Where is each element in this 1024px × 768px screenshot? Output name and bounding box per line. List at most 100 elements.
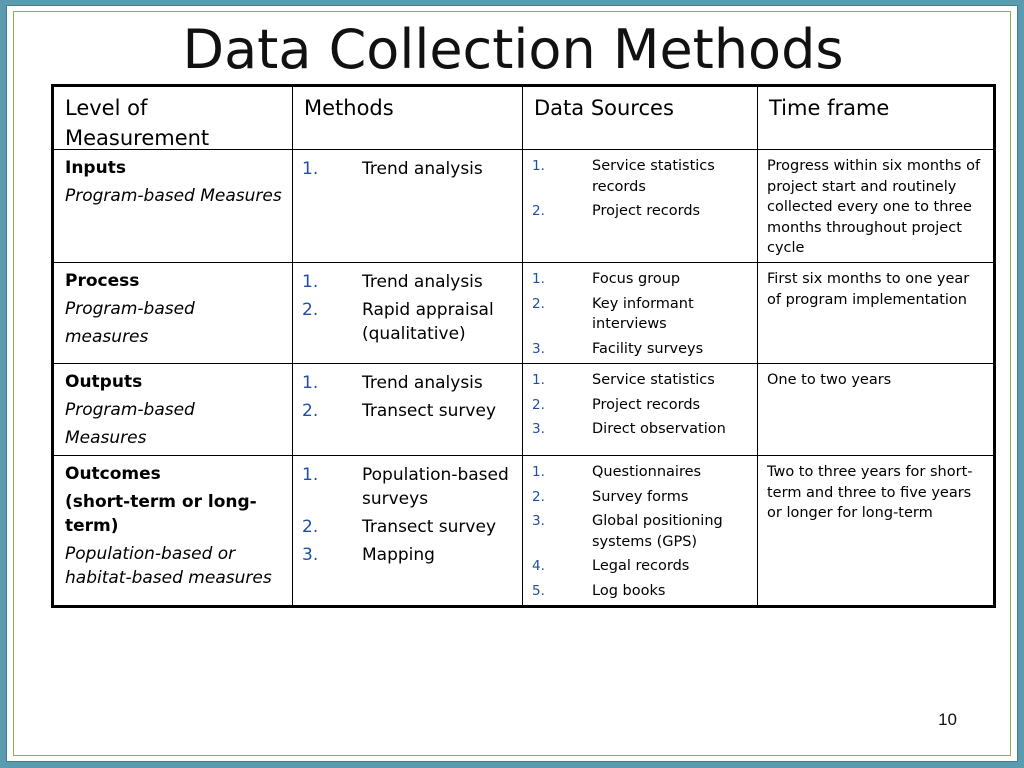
source-text: Global positioning systems (GPS) [592, 513, 723, 550]
list-number: 1. [532, 464, 545, 480]
list-number: 2. [302, 401, 319, 421]
method-text: Transect survey [362, 517, 496, 537]
header-cell: Methods [292, 85, 523, 150]
list-item: 2.Key informant interviews [532, 294, 751, 335]
timeframe-text: First six months to one year of program … [767, 271, 970, 308]
methods-cell: 1. Trend analysis 2.Rapid appraisal (quali… [292, 262, 523, 364]
method-text: Rapid appraisal (qualitative) [362, 300, 494, 344]
list-number: 2. [532, 488, 545, 505]
sources-list: 1. Questionnaires 2. Survey forms 3. Global p… [523, 456, 757, 601]
list-number: 4. [532, 558, 545, 574]
methods-cell: 1. Trend analysis [292, 149, 523, 263]
header-time-frame: Time frame [769, 96, 890, 120]
list-item: 3. Global positioning systems (GPS) [532, 511, 751, 552]
method-text: Transect survey [362, 401, 496, 421]
level-subtitle: Program-based Measures [65, 186, 282, 206]
list-item: 1. Trend analysis [302, 157, 516, 181]
list-number: 3. [302, 545, 319, 565]
source-text: Direct observation [592, 421, 726, 437]
sources-cell: 1. Questionnaires 2. Survey forms 3. Global p… [522, 455, 758, 607]
slide-title: Data Collection Methods [182, 18, 844, 81]
sources-cell: 1. Service statistics 2. Project records 3. D… [522, 363, 758, 456]
source-text: Project records [592, 203, 701, 219]
level-name: Outputs [65, 372, 143, 392]
table-header-row: Level of Measurement Methods Data Source… [52, 85, 995, 150]
list-item: 2.Rapid appraisal (qualitative) [302, 298, 516, 346]
list-item: 1.Population-based surveys [302, 463, 516, 511]
timeframe-cell: One to two years [757, 363, 995, 456]
source-text: Log books [592, 582, 666, 599]
timeframe-cell: Progress within six months of project st… [757, 149, 995, 263]
list-number: 2. [532, 396, 545, 413]
methods-list: 1.Population-based surveys 2. Transect sur… [293, 456, 522, 567]
timeframe-text: One to two years [767, 372, 892, 388]
list-item: 1. Questionnaires [532, 462, 751, 483]
list-number: 3. [532, 340, 545, 357]
source-text: Project records [592, 396, 701, 413]
list-item: 2. Survey forms [532, 487, 751, 508]
level-subtitle: Program-based [65, 400, 195, 420]
page-number: 10 [938, 710, 957, 729]
timeframe-text: Two to three years for short-term and th… [767, 464, 973, 521]
sources-list: 1.Focus group 2.Key informant interviews 3… [523, 263, 757, 359]
list-item: 1. Trend analysis [302, 270, 516, 294]
header-data-sources: Data Sources [534, 96, 674, 120]
list-number: 1. [302, 373, 319, 393]
list-item: 2.Project records [532, 201, 751, 222]
list-number: 1. [302, 159, 319, 179]
level-subtitle: Measures [65, 428, 147, 448]
list-item: 3. Facility surveys [532, 339, 751, 360]
slide-frame: Data Collection Methods Level of Measure… [6, 5, 1018, 762]
source-text: Key informant interviews [592, 295, 694, 333]
methods-cell: 1.Population-based surveys 2. Transect sur… [292, 455, 523, 607]
list-item: 1.Focus group [532, 269, 751, 290]
source-text: Facility surveys [592, 340, 704, 357]
sources-list: 1. Service statistics records 2.Project re… [523, 150, 757, 222]
sources-cell: 1.Focus group 2.Key informant interviews 3… [522, 262, 758, 364]
list-number: 3. [532, 513, 545, 529]
sources-cell: 1. Service statistics records 2.Project re… [522, 149, 758, 263]
method-text: Trend analysis [362, 159, 483, 179]
list-item: 1. Service statistics records [532, 156, 751, 197]
method-text: Trend analysis [362, 373, 483, 393]
list-number: 1. [532, 158, 545, 174]
list-number: 3. [532, 421, 545, 437]
methods-cell: 1. Trend analysis 2. Transect survey [292, 363, 523, 456]
source-text: Questionnaires [592, 464, 702, 480]
header-cell: Time frame [757, 85, 995, 150]
methods-list: 1. Trend analysis 2.Rapid appraisal (quali… [293, 263, 522, 346]
level-subtitle: Program-based [65, 299, 195, 319]
header-level: Level of Measurement [65, 96, 210, 150]
header-methods: Methods [304, 96, 394, 120]
list-number: 1. [532, 271, 545, 287]
source-text: Survey forms [592, 488, 689, 505]
method-text: Mapping [362, 545, 435, 565]
source-text: Service statistics records [592, 158, 715, 195]
level-subtitle: (short-term or long-term) [65, 492, 257, 536]
list-number: 1. [302, 272, 319, 292]
level-cell: Outcomes(short-term or long-term)Populat… [52, 455, 293, 607]
list-item: 3. Mapping [302, 543, 516, 567]
timeframe-cell: First six months to one year of program … [757, 262, 995, 364]
table-row: Outcomes(short-term or long-term)Populat… [52, 455, 995, 607]
list-item: 2. Transect survey [302, 399, 516, 423]
sources-list: 1. Service statistics 2. Project records 3. D… [523, 364, 757, 440]
timeframe-text: Progress within six months of project st… [767, 158, 981, 256]
method-text: Trend analysis [362, 272, 483, 292]
list-item: 4. Legal records [532, 556, 751, 577]
source-text: Service statistics [592, 372, 715, 388]
list-number: 2. [302, 517, 319, 537]
data-collection-table: Level of Measurement Methods Data Source… [51, 84, 996, 608]
list-item: 3. Direct observation [532, 419, 751, 440]
source-text: Legal records [592, 558, 690, 574]
level-cell-content: Outcomes(short-term or long-term)Populat… [54, 456, 292, 590]
list-number: 1. [532, 372, 545, 388]
methods-list: 1. Trend analysis [293, 150, 522, 181]
level-name: Outcomes [65, 464, 161, 484]
list-item: 2. Project records [532, 395, 751, 416]
